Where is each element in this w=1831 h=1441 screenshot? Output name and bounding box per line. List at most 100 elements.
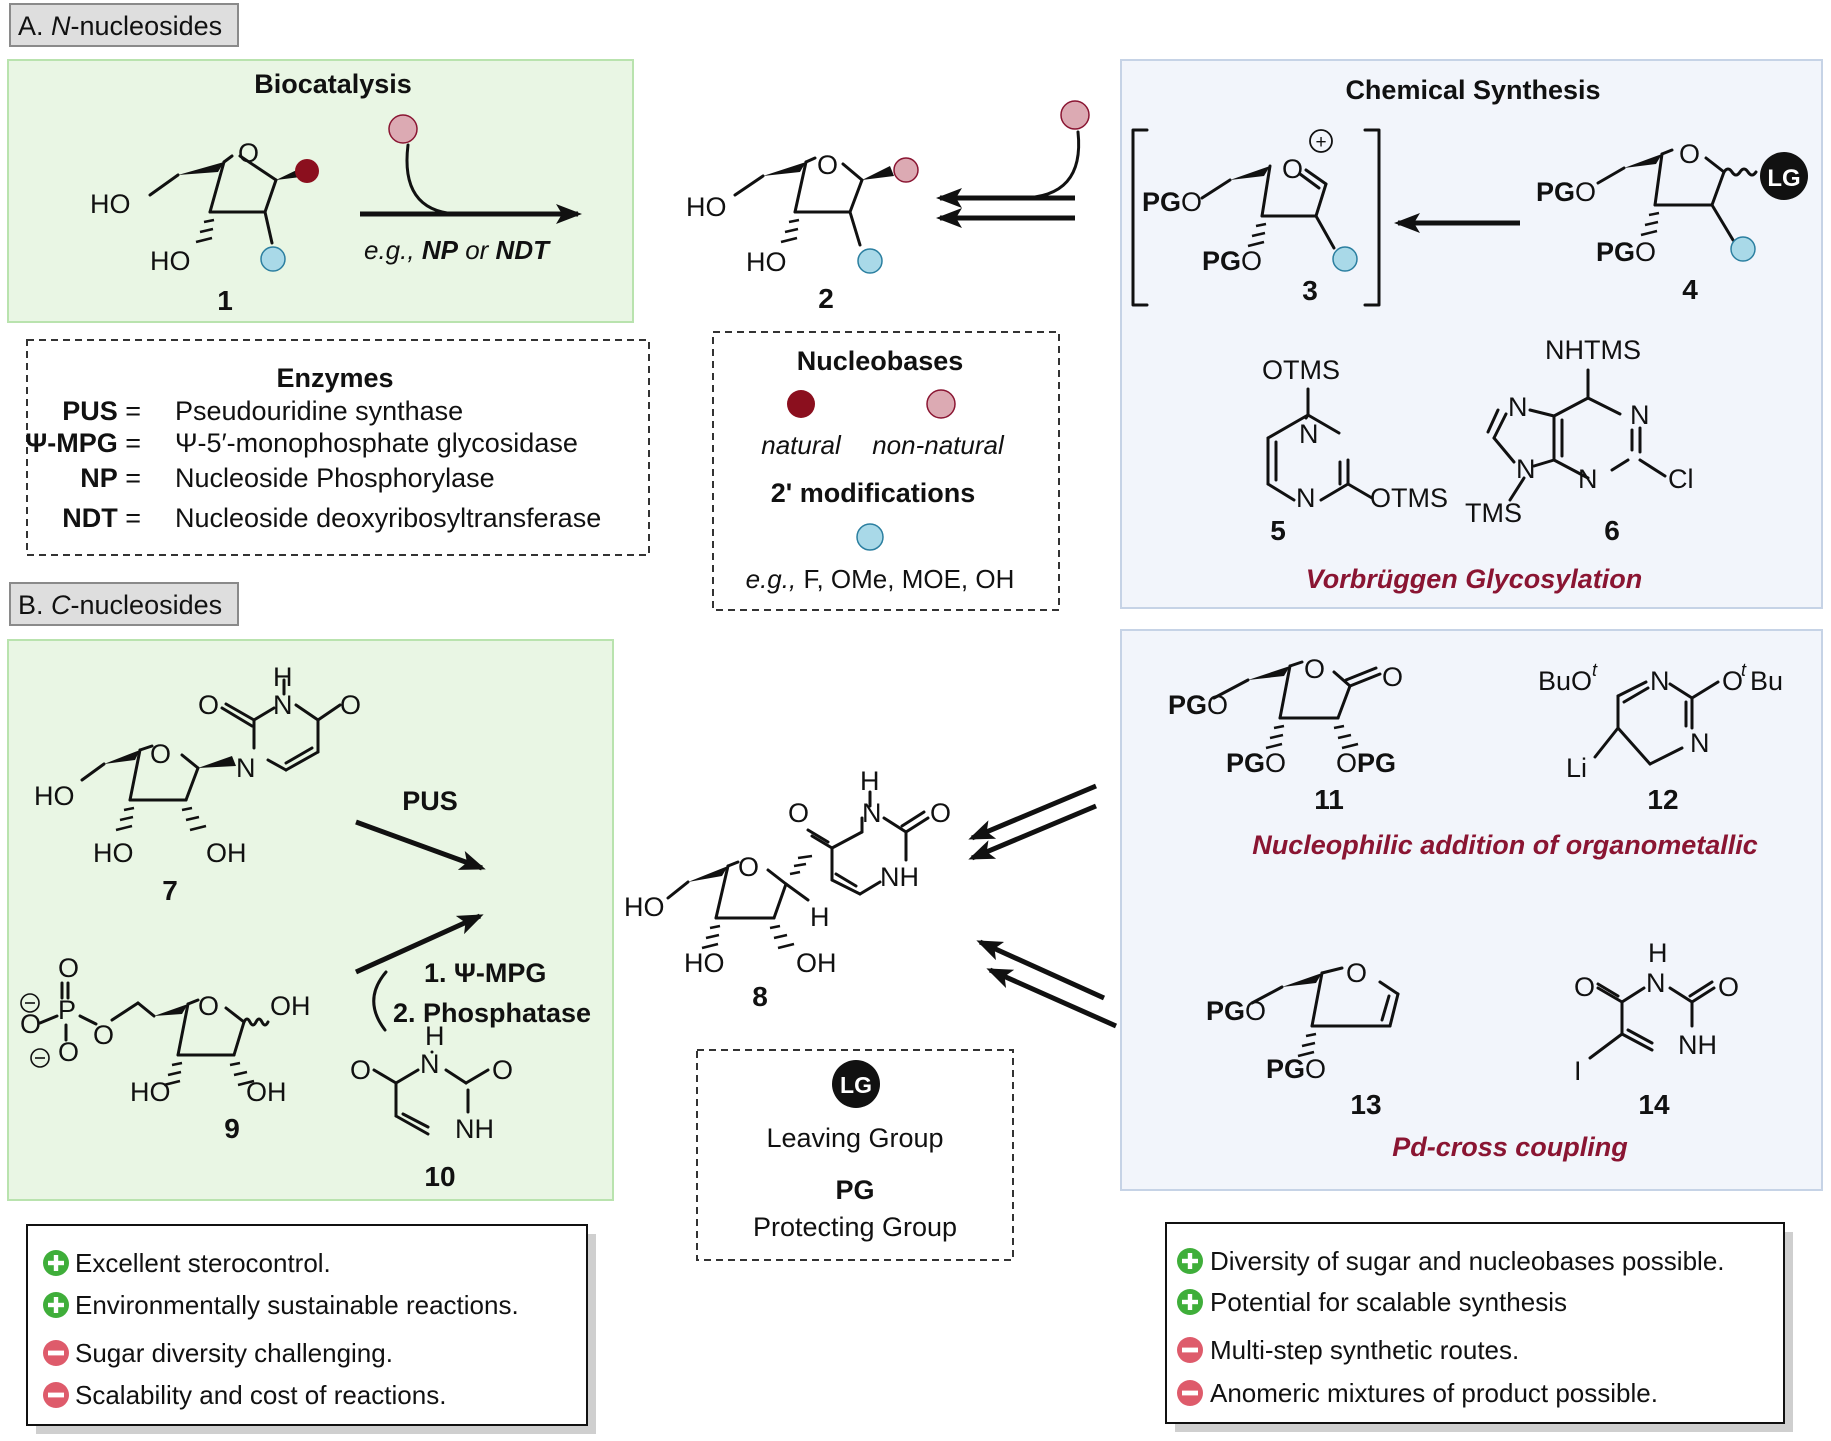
svg-text:Pseudouridine synthase: Pseudouridine synthase bbox=[175, 396, 463, 426]
svg-text:H: H bbox=[810, 902, 830, 932]
svg-text:Ψ-MPG =: Ψ-MPG = bbox=[25, 428, 141, 458]
svg-text:O: O bbox=[58, 953, 79, 983]
svg-text:H: H bbox=[860, 766, 880, 796]
pro-icon bbox=[1177, 1289, 1203, 1315]
pros-cons-left: Excellent sterocontrol. Environmentally … bbox=[26, 1224, 596, 1434]
compound-9-label: 9 bbox=[224, 1113, 240, 1144]
compound-10-uracil: H N O O NH bbox=[350, 1021, 513, 1144]
svg-text:BuO: BuO bbox=[1538, 666, 1592, 696]
svg-text:Excellent sterocontrol.: Excellent sterocontrol. bbox=[75, 1248, 331, 1278]
svg-text:O: O bbox=[340, 690, 361, 720]
biocatalysis-arrow: e.g., NP or NDT bbox=[360, 114, 582, 265]
svg-text:Scalability and cost of reacti: Scalability and cost of reactions. bbox=[75, 1380, 446, 1410]
compound-7-label: 7 bbox=[162, 875, 178, 906]
svg-text:t: t bbox=[1741, 660, 1747, 680]
svg-text:PUS: PUS bbox=[402, 786, 458, 816]
compound-5-silyl-pyrimidine: OTMS N N OTMS bbox=[1262, 355, 1448, 513]
svg-text:OTMS: OTMS bbox=[1370, 483, 1448, 513]
enzymes-legend: Enzymes PUS = Pseudouridine synthase Ψ-M… bbox=[25, 339, 650, 556]
section-b-tag: B. C-nucleosides bbox=[9, 582, 239, 626]
svg-text:Diversity of sugar and nucleob: Diversity of sugar and nucleobases possi… bbox=[1210, 1246, 1725, 1276]
biocatalysis-panel bbox=[7, 59, 634, 323]
svg-text:Nucleoside deoxyribosyltransfe: Nucleoside deoxyribosyltransferase bbox=[175, 503, 601, 533]
svg-text:HO: HO bbox=[90, 189, 131, 219]
svg-text:O: O bbox=[1679, 139, 1700, 169]
svg-text:NH: NH bbox=[455, 1114, 494, 1144]
svg-text:HO: HO bbox=[130, 1077, 171, 1107]
svg-text:O: O bbox=[492, 1055, 513, 1085]
compound-6-label: 6 bbox=[1604, 515, 1620, 546]
svg-text:Protecting Group: Protecting Group bbox=[753, 1212, 957, 1242]
svg-text:Nucleobases: Nucleobases bbox=[797, 346, 964, 376]
compound-4-label: 4 bbox=[1682, 274, 1698, 305]
svg-text:HO: HO bbox=[34, 781, 75, 811]
svg-text:P: P bbox=[58, 995, 76, 1025]
svg-text:non-natural: non-natural bbox=[872, 430, 1005, 460]
con-icon bbox=[43, 1340, 69, 1366]
svg-text:t: t bbox=[1592, 660, 1598, 680]
svg-text:natural: natural bbox=[761, 430, 842, 460]
svg-text:O: O bbox=[930, 798, 951, 828]
svg-text:LG: LG bbox=[840, 1072, 872, 1098]
vorbruggen-label: Vorbrüggen Glycosylation bbox=[1306, 564, 1643, 594]
pro-icon bbox=[1177, 1248, 1203, 1274]
svg-text:O: O bbox=[58, 1037, 79, 1067]
pros-cons-right: Diversity of sugar and nucleobases possi… bbox=[1165, 1222, 1793, 1432]
svg-text:I: I bbox=[1574, 1056, 1582, 1086]
section-a-tag: A. N-nucleosides bbox=[9, 3, 239, 47]
svg-text:O: O bbox=[738, 852, 759, 882]
chemical-synthesis-title: Chemical Synthesis bbox=[1345, 75, 1600, 105]
svg-text:Bu: Bu bbox=[1750, 666, 1783, 696]
svg-text:Environmentally sustainable re: Environmentally sustainable reactions. bbox=[75, 1290, 519, 1320]
svg-text:O: O bbox=[350, 1055, 371, 1085]
svg-text:HO: HO bbox=[686, 192, 727, 222]
compound-1: O HO HO bbox=[90, 138, 319, 276]
compound-14-label: 14 bbox=[1638, 1089, 1670, 1120]
svg-text:N: N bbox=[420, 1049, 440, 1079]
svg-text:N: N bbox=[273, 690, 293, 720]
svg-text:OH: OH bbox=[796, 948, 837, 978]
compound-4-donor: O LG PGO PGO bbox=[1536, 139, 1808, 267]
svg-text:HO: HO bbox=[684, 948, 725, 978]
pro-icon bbox=[43, 1292, 69, 1318]
svg-text:PGO: PGO bbox=[1206, 996, 1266, 1026]
svg-text:N: N bbox=[1646, 968, 1666, 998]
svg-text:2. Phosphatase: 2. Phosphatase bbox=[393, 998, 591, 1028]
svg-text:PUS =: PUS = bbox=[62, 396, 141, 426]
svg-text:N: N bbox=[1690, 728, 1710, 758]
chemical-synthesis-panel bbox=[1120, 59, 1823, 609]
svg-text:O: O bbox=[817, 150, 838, 180]
svg-text:Leaving Group: Leaving Group bbox=[766, 1123, 943, 1153]
svg-text:1. Ψ-MPG: 1. Ψ-MPG bbox=[424, 958, 546, 988]
compound-8-label: 8 bbox=[752, 981, 768, 1012]
svg-text:Cl: Cl bbox=[1668, 464, 1694, 494]
chemical-to-2-arrows bbox=[936, 100, 1090, 228]
svg-text:O: O bbox=[1718, 972, 1739, 1002]
svg-text:NHTMS: NHTMS bbox=[1545, 335, 1641, 365]
pus-arrow: PUS bbox=[355, 786, 486, 871]
svg-text:HO: HO bbox=[93, 838, 134, 868]
svg-text:A. N-nucleosides: A. N-nucleosides bbox=[18, 11, 222, 41]
svg-text:O: O bbox=[93, 1020, 114, 1050]
svg-text:PGO: PGO bbox=[1266, 1054, 1326, 1084]
compound-2: O HO HO bbox=[686, 150, 919, 277]
con-icon bbox=[1177, 1337, 1203, 1363]
pd-coupling-to-8-arrows bbox=[976, 939, 1118, 1029]
svg-text:N: N bbox=[1630, 400, 1650, 430]
svg-text:e.g., NP or NDT: e.g., NP or NDT bbox=[364, 235, 551, 265]
compound-3-oxocarbenium: O + PGO PGO bbox=[1131, 128, 1381, 307]
organometallic-method: Nucleophilic addition of organometallic bbox=[1252, 830, 1758, 860]
svg-text:O: O bbox=[1722, 666, 1743, 696]
organometallic-to-8-arrows bbox=[968, 783, 1097, 861]
svg-text:TMS: TMS bbox=[1465, 498, 1522, 528]
svg-text:NH: NH bbox=[1678, 1030, 1717, 1060]
svg-text:Ψ-5′-monophosphate glycosidase: Ψ-5′-monophosphate glycosidase bbox=[175, 428, 578, 458]
svg-text:+: + bbox=[1315, 132, 1326, 153]
svg-text:OH: OH bbox=[206, 838, 247, 868]
svg-text:N: N bbox=[1296, 483, 1316, 513]
svg-text:N: N bbox=[1516, 454, 1536, 484]
svg-text:PGO: PGO bbox=[1168, 690, 1228, 720]
svg-text:N: N bbox=[862, 798, 882, 828]
svg-text:PG: PG bbox=[835, 1175, 874, 1205]
